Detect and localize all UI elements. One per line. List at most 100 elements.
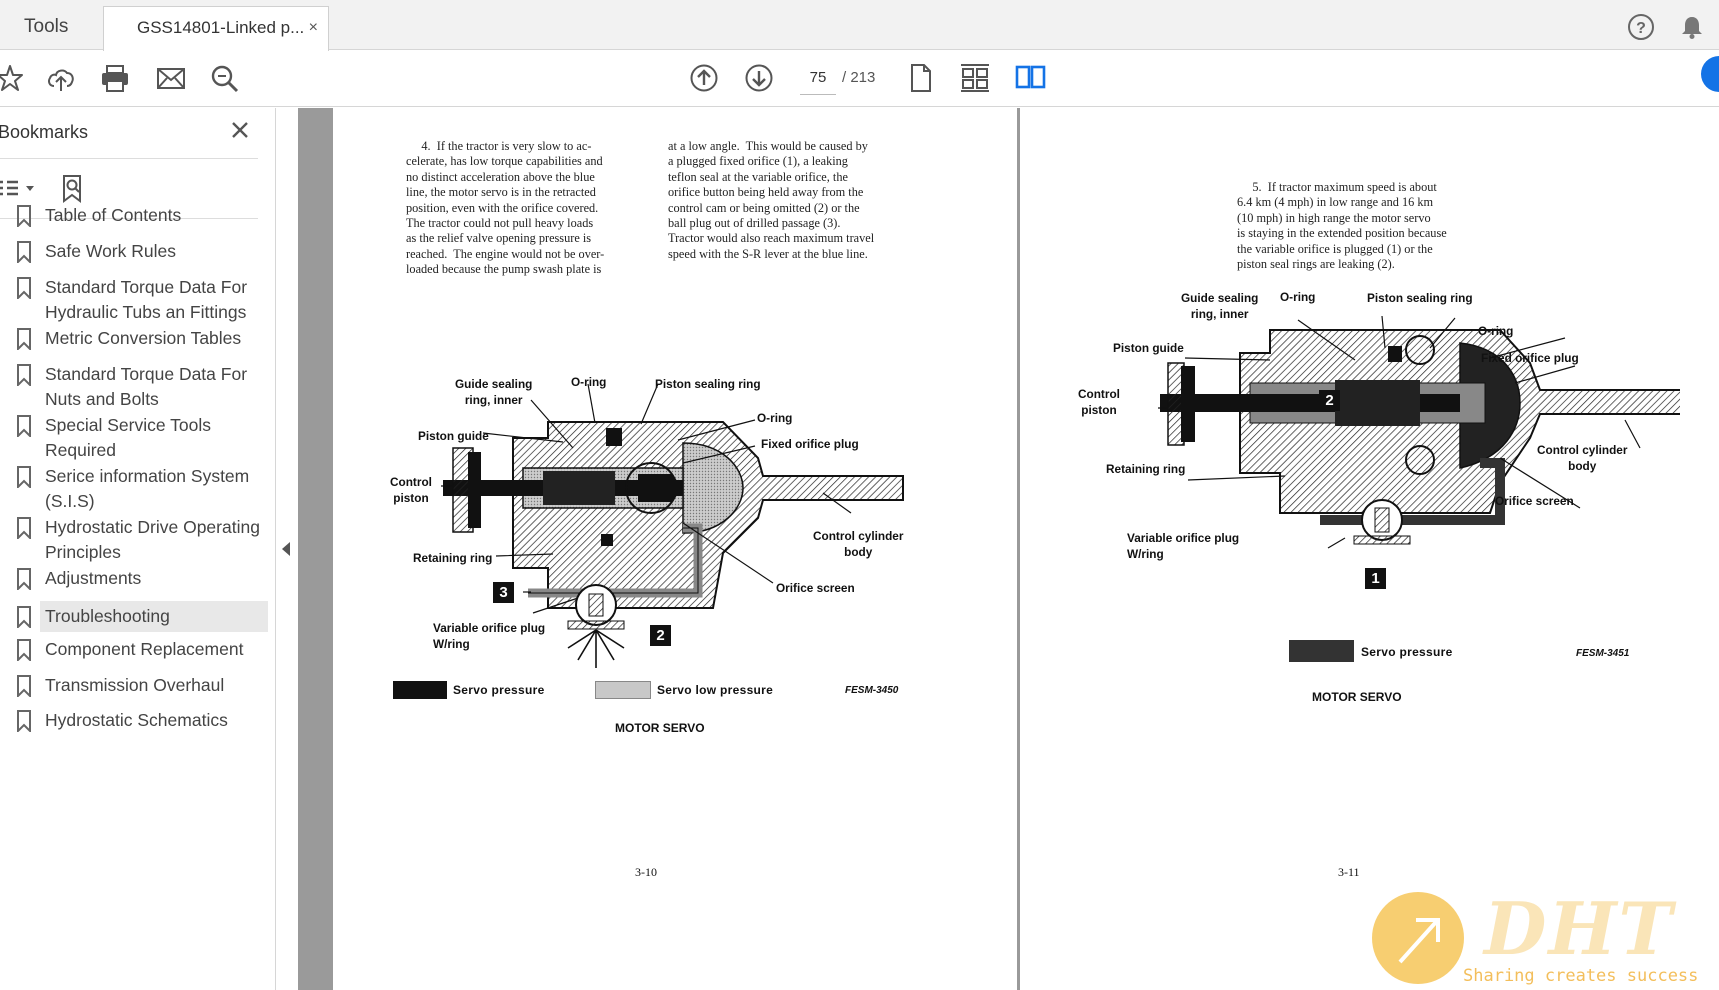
bookmark-item[interactable]: Standard Torque Data For Nuts and Bolts: [10, 362, 268, 412]
bookmark-item[interactable]: Transmission Overhaul: [10, 673, 268, 698]
page-number: 3-10: [635, 865, 657, 879]
bookmark-item[interactable]: Hydrostatic Schematics: [10, 708, 268, 733]
bookmark-item[interactable]: Serice information System (S.I.S): [10, 464, 268, 514]
collapse-arrow-icon[interactable]: [282, 542, 290, 556]
bookmark-item[interactable]: Adjustments: [10, 566, 268, 591]
label-orifice-screen: Orifice screen: [1495, 494, 1574, 508]
page-up-icon[interactable]: [689, 63, 719, 93]
bookmark-item[interactable]: Metric Conversion Tables: [10, 326, 268, 351]
bookmark-item-label: Standard Torque Data For Nuts and Bolts: [45, 364, 248, 409]
motor-servo-diagram-left: [441, 383, 904, 668]
callout-badge-3: 3: [493, 582, 514, 603]
bookmark-icon: [17, 639, 31, 661]
document-view[interactable]: 4. If the tractor is very slow to ac-cel…: [298, 108, 1719, 990]
label-piston-guide: Piston guide: [1113, 341, 1184, 355]
scroll-icon[interactable]: [958, 62, 992, 94]
text-line: a plugged fixed orifice (1), a leaking: [668, 154, 848, 169]
label-variable-orifice-plug: Variable orifice plug W/ring: [433, 621, 546, 651]
page-total: / 213: [842, 69, 876, 86]
label-o-ring-top: O-ring: [571, 375, 607, 389]
zoom-search-icon[interactable]: [209, 63, 241, 95]
page-3-10: 4. If the tractor is very slow to ac-cel…: [333, 108, 1017, 990]
text-line: piston seal rings are leaking (2).: [1237, 257, 1395, 272]
mail-icon[interactable]: [155, 65, 187, 93]
bookmark-item-label: Troubleshooting: [45, 606, 170, 626]
label-retaining-ring: Retaining ring: [413, 551, 493, 565]
text-line: orifice button being held away from the: [668, 185, 864, 200]
bookmark-item-label: Standard Torque Data For Hydraulic Tubs …: [45, 277, 248, 322]
add-bookmark-icon[interactable]: [60, 174, 88, 204]
bookmarks-title: Bookmarks: [0, 122, 88, 143]
bookmarks-title-label: Bookmarks: [0, 122, 89, 142]
text-line: The tractor could not pull heavy loads: [406, 216, 594, 231]
tab-tools[interactable]: Tools: [0, 6, 103, 50]
text-line: loaded because the pump swash plate is: [406, 262, 602, 277]
main-toolbar: 75 / 213: [0, 51, 1719, 107]
bookmark-icon: [17, 568, 31, 590]
text-line: 6.4 km (4 mph) in low range and 16 km: [1237, 195, 1434, 210]
callout-badge-1: 1: [1365, 568, 1386, 589]
legend-servo-pressure-swatch: [1289, 640, 1354, 662]
two-page-icon[interactable]: [1014, 62, 1048, 94]
bookmark-item[interactable]: Table of Contents: [10, 203, 268, 228]
text-line: as the relief valve opening pressure is: [406, 231, 592, 246]
text-line: 4. If the tractor is very slow to ac-: [406, 139, 592, 153]
help-icon[interactable]: ?: [1627, 13, 1655, 41]
print-icon[interactable]: [99, 63, 131, 95]
bookmark-icon: [17, 205, 31, 227]
bookmark-item-label: Component Replacement: [45, 639, 244, 659]
watermark-logo: DHT: [1484, 886, 1675, 971]
figure-caption: MOTOR SERVO: [615, 721, 705, 735]
page-number: 3-11: [1338, 865, 1360, 879]
motor-servo-diagram-right: [1158, 315, 1680, 549]
label-fixed-orifice-plug: Fixed orifice plug: [1481, 351, 1579, 365]
bookmark-item-label: Transmission Overhaul: [45, 675, 225, 695]
close-icon[interactable]: [228, 118, 252, 142]
bookmark-item[interactable]: Troubleshooting: [17, 601, 268, 632]
watermark-logo-circle: [1372, 892, 1464, 984]
bookmark-item-label: Serice information System (S.I.S): [45, 466, 250, 511]
text-line: speed with the S-R lever at the blue lin…: [668, 246, 868, 261]
text-line: no distinct acceleration above the blue: [406, 169, 595, 184]
panel-collapse-handle[interactable]: [276, 108, 298, 990]
single-page-icon[interactable]: [908, 62, 934, 94]
bookmark-icon: [17, 328, 31, 350]
bookmark-item[interactable]: Component Replacement: [10, 637, 268, 662]
text-line: teflon seal at the variable orifice, the: [668, 169, 848, 184]
bookmark-item-label: Hydrostatic Schematics: [45, 710, 228, 730]
legend-servo-pressure-swatch: [393, 681, 447, 699]
legend-servo-pressure: Servo pressure: [453, 683, 545, 697]
bookmark-icon: [17, 517, 31, 539]
bookmark-item[interactable]: Safe Work Rules: [10, 239, 268, 264]
share-action-button[interactable]: [1701, 56, 1719, 92]
bookmark-item[interactable]: Hydrostatic Drive Operating Principles: [10, 515, 268, 565]
bookmark-tools: [0, 168, 258, 212]
close-tab-icon[interactable]: ×: [308, 19, 318, 36]
page-down-icon[interactable]: [744, 63, 774, 93]
legend-servo-low-pressure-swatch: [595, 681, 651, 699]
bookmark-icon: [17, 241, 31, 263]
star-icon[interactable]: [0, 63, 24, 93]
label-control-piston: Control piston: [1078, 387, 1120, 417]
legend-servo-pressure: Servo pressure: [1361, 645, 1453, 659]
options-menu-icon[interactable]: [0, 176, 40, 202]
tab-document[interactable]: GSS14801-Linked p... ×: [103, 6, 329, 51]
bookmark-item[interactable]: Standard Torque Data For Hydraulic Tubs …: [10, 275, 268, 325]
bookmark-item[interactable]: Special Service Tools Required: [10, 413, 268, 463]
text-line: Tractor would also reach maximum travel: [668, 231, 875, 246]
page-number-input[interactable]: 75: [800, 61, 836, 95]
notification-bell-icon[interactable]: [1679, 14, 1705, 40]
bookmark-icon: [17, 415, 31, 437]
label-guide-sealing-ring: Guide sealing ring, inner: [455, 377, 533, 407]
label-control-piston: Control piston: [390, 475, 432, 505]
upload-icon[interactable]: [45, 63, 77, 95]
bookmark-icon: [17, 606, 31, 628]
divider: [0, 158, 258, 159]
figure-code: FESM-3451: [1576, 648, 1630, 659]
svg-text:?: ?: [1636, 20, 1646, 37]
label-retaining-ring: Retaining ring: [1106, 462, 1186, 476]
bookmark-icon: [17, 364, 31, 386]
text-line: celerate, has low torque capabilities an…: [406, 154, 603, 169]
